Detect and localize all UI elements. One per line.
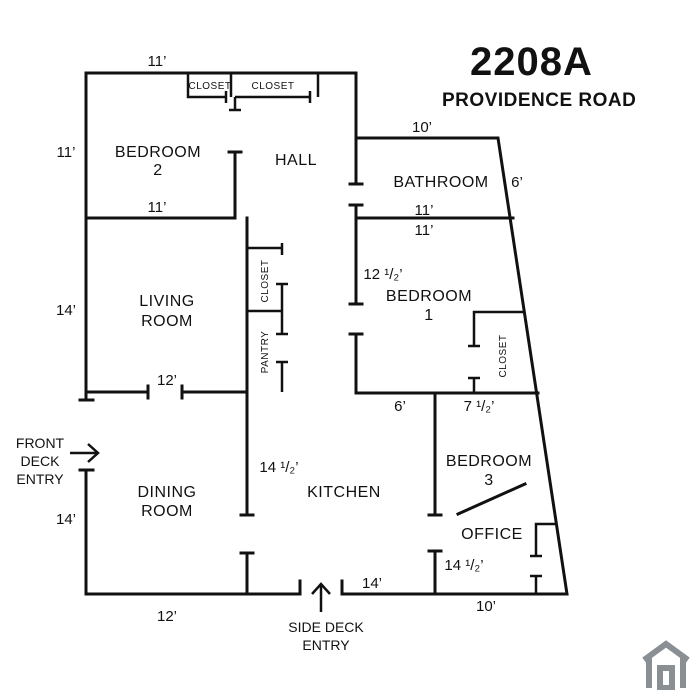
pantry-label: PANTRY [260, 331, 271, 374]
dining-label: DINING [138, 484, 197, 501]
interior-walls [84, 71, 556, 596]
dimension-label: 11’ [148, 199, 167, 216]
closet-label: CLOSET [251, 81, 294, 92]
street-name: PROVIDENCE ROAD [442, 90, 637, 111]
arrow-right-icon [70, 443, 100, 463]
dimension-label: 12 ¹/₂’ [363, 266, 402, 283]
side-entry-label: SIDE DECK [288, 619, 364, 635]
dimension-label: 11’ [148, 53, 167, 70]
address-number: 2208A [470, 40, 593, 84]
dimension-label: 7 ¹/₂’ [464, 398, 495, 415]
side-entry-label: ENTRY [302, 637, 350, 653]
closet-label: CLOSET [498, 334, 509, 377]
front-entry-label: FRONT [16, 435, 65, 451]
top-closets [186, 73, 320, 112]
bedroom3-label: BEDROOM [446, 453, 532, 470]
dimension-label: 11’ [415, 202, 434, 219]
dimension-label: 10’ [476, 598, 496, 615]
dimension-label: 14 ¹/₂’ [444, 557, 483, 574]
front-entry-label: ENTRY [16, 471, 64, 487]
house-logo-icon [642, 640, 690, 690]
dimension-label: 6’ [394, 398, 406, 415]
dimension-label: 12’ [157, 608, 177, 625]
dimension-label: 6’ [511, 174, 523, 191]
bedroom2-number: 2 [153, 162, 162, 179]
dimension-label: 14’ [56, 302, 76, 319]
living-label: LIVING [139, 293, 194, 310]
dimension-label: 11’ [415, 222, 434, 239]
dimension-label: 14’ [56, 511, 76, 528]
dimension-label: 14 ¹/₂’ [259, 459, 298, 476]
dimension-label: 11’ [57, 144, 76, 161]
closet-label: CLOSET [188, 81, 231, 92]
bedroom1-number: 1 [424, 307, 433, 324]
dimension-label: 12’ [157, 372, 177, 389]
dimension-label: 10’ [412, 119, 432, 136]
dining-room-label: ROOM [141, 503, 193, 520]
arrow-up-icon [311, 582, 331, 612]
bedroom2-label: BEDROOM [115, 144, 201, 161]
bedroom1-label: BEDROOM [386, 288, 472, 305]
dimension-label: 14’ [362, 575, 382, 592]
living-room-label: ROOM [141, 313, 193, 330]
closet-label: CLOSET [260, 259, 271, 302]
bedroom3-number: 3 [484, 472, 493, 489]
bathroom-label: BATHROOM [393, 174, 488, 191]
kitchen-label: KITCHEN [307, 484, 381, 501]
front-entry-label: DECK [21, 453, 61, 469]
hall-label: HALL [275, 152, 317, 169]
office-label: OFFICE [461, 526, 523, 543]
